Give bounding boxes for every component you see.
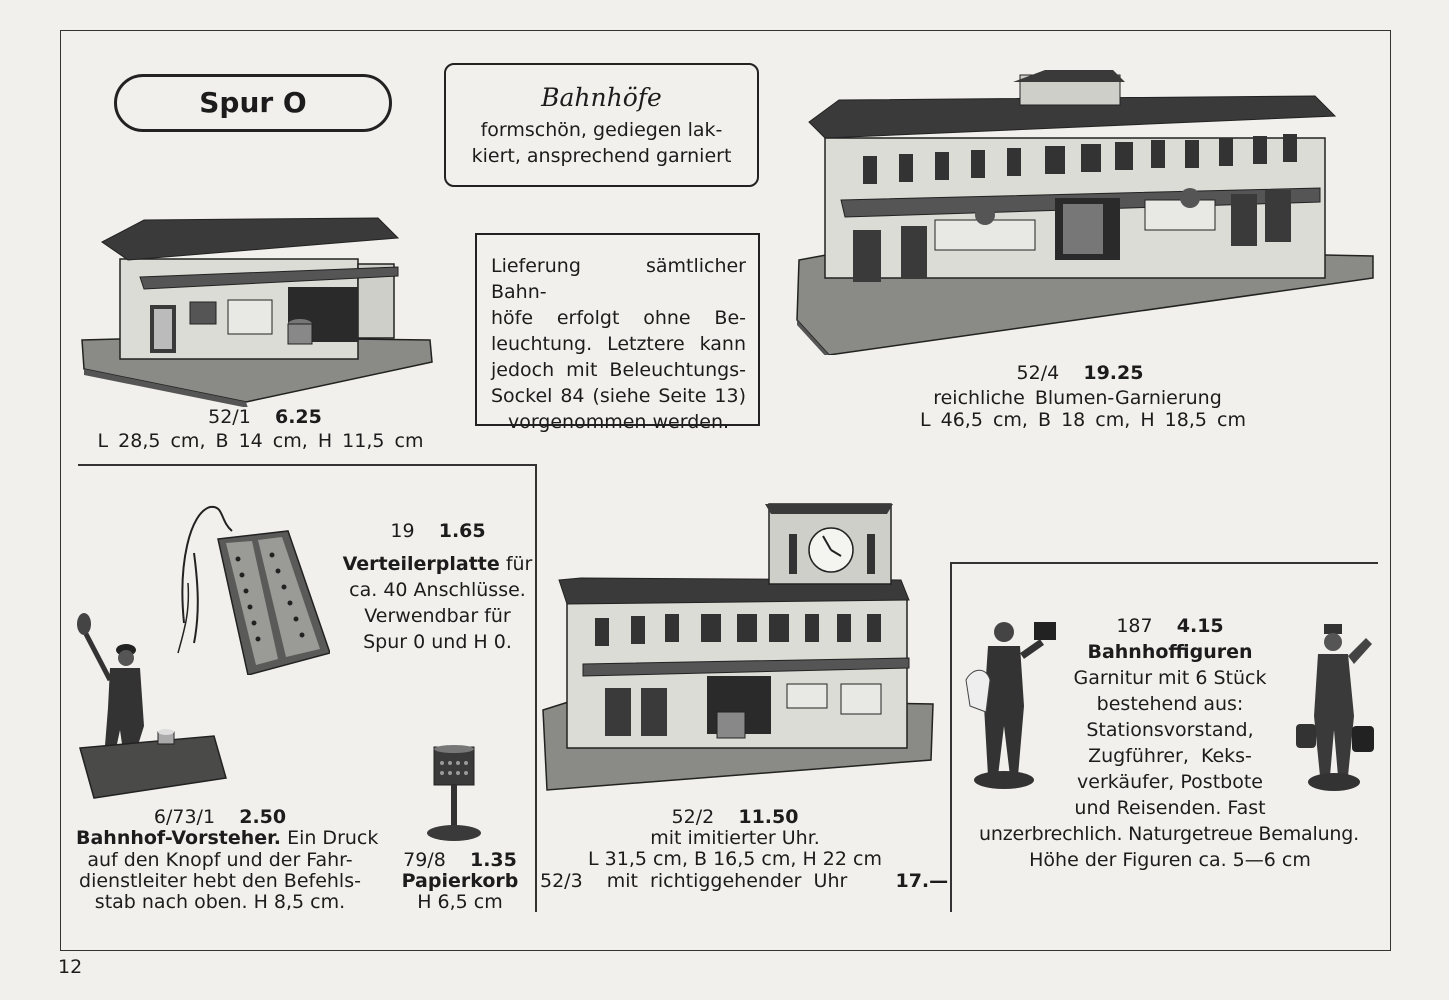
item-52-2-line1: mit imitierter Uhr. [650, 827, 820, 849]
item-187-line: Höhe der Figuren ca. 5—6 cm [1029, 849, 1311, 871]
item-187-line: verkäufer, Postbote [1077, 771, 1263, 793]
divider-left-vertical [535, 464, 537, 912]
item-52-2-dims: L 31,5 cm, B 16,5 cm, H 22 cm [588, 848, 882, 870]
item-187-line: Garnitur mit 6 Stück [1073, 667, 1267, 689]
item-6-73-1-line: dienstleiter hebt den Befehls- [79, 870, 361, 892]
item-52-1-dims: L 28,5 cm, B 14 cm, H 11,5 cm [97, 430, 424, 452]
item-6-73-1-name-line: Bahnhof-Vorsteher. Ein Druck [70, 827, 379, 849]
item-number: 19 [390, 520, 415, 542]
item-187-line: unzerbrechlich. Naturgetreue Bemalung. [979, 823, 1359, 845]
divider-left-horizontal [78, 464, 536, 466]
item-price: 6.25 [274, 406, 322, 428]
page-number: 12 [58, 956, 83, 978]
item-52-1-caption: 52/1 6.25 [195, 406, 335, 428]
note-line: leuchtung. Letztere kann [491, 333, 746, 355]
item-name: Verteilerplatte [342, 553, 500, 575]
item-price: 11.50 [738, 806, 799, 828]
item-52-2-caption: 52/2 11.50 [655, 806, 815, 828]
divider-right-vertical [950, 562, 952, 912]
item-187-line: bestehend aus: [1096, 693, 1244, 715]
item-name-suffix: für [499, 553, 533, 575]
note-line: Sockel 84 (siehe Seite 13) [491, 385, 746, 407]
postman-figure-illustration [1296, 624, 1374, 791]
bahnhoefe-line1: formschön, gediegen lak- [480, 119, 723, 141]
item-number: 187 [1116, 615, 1153, 637]
item-19-name-line: Verteilerplatte für [340, 553, 535, 575]
item-number: 6/73/1 [153, 806, 216, 828]
item-187-name: Bahnhoffiguren [1087, 641, 1253, 663]
item-price: 2.50 [239, 806, 287, 828]
bahnhoefe-box: Bahnhöfe formschön, gediegen lak- kiert,… [444, 63, 759, 187]
item-187-caption: 187 4.15 [1105, 615, 1235, 637]
waste-basket-illustration [427, 745, 481, 841]
divider-right-horizontal [950, 562, 1378, 564]
item-price: 1.35 [469, 849, 517, 871]
large-station-illustration [796, 70, 1374, 355]
item-19-caption: 19 1.65 [378, 520, 498, 542]
clock-station-illustration [542, 503, 934, 791]
variant-text: mit richtiggehender Uhr [606, 870, 848, 892]
bahnhoefe-title: Bahnhöfe [541, 83, 662, 112]
item-52-4-line1: reichliche Blumen-Garnierung [933, 387, 1222, 409]
item-79-8-name: Papierkorb [401, 870, 519, 892]
bahnhoefe-line2: kiert, ansprechend garniert [471, 145, 732, 167]
item-52-4-caption: 52/4 19.25 [1000, 362, 1160, 384]
variant-number: 52/3 [540, 870, 583, 892]
item-19-line: ca. 40 Anschlüsse. [349, 579, 526, 601]
note-line: Lieferung sämtlicher Bahn- [491, 255, 746, 303]
page-frame [60, 30, 1391, 951]
distributor-plate-illustration [177, 505, 330, 675]
variant-price: 17.— [895, 870, 949, 892]
item-number: 52/2 [671, 806, 715, 828]
item-number: 79/8 [403, 849, 446, 871]
item-187-line: und Reisenden. Fast [1074, 797, 1266, 819]
item-6-73-1-line: auf den Knopf und der Fahr- [87, 849, 353, 871]
note-line: jedoch mit Beleuchtungs- [491, 359, 746, 381]
small-station-illustration [81, 217, 433, 407]
item-52-4-dims: L 46,5 cm, B 18 cm, H 18,5 cm [920, 409, 1246, 431]
item-number: 52/1 [208, 406, 251, 428]
waiter-figure-illustration [965, 622, 1056, 789]
item-name: Bahnhof-Vorsteher. [76, 827, 282, 849]
item-price: 4.15 [1176, 615, 1224, 637]
item-19-line: Spur 0 und H 0. [363, 631, 512, 653]
item-79-8-caption: 79/8 1.35 [390, 849, 530, 871]
item-6-73-1-line: stab nach oben. H 8,5 cm. [94, 891, 346, 913]
lighting-note: Lieferung sämtlicher Bahn- höfe erfolgt … [475, 233, 760, 433]
item-price: 19.25 [1083, 362, 1144, 384]
station-master-illustration [77, 613, 227, 799]
item-6-73-1-caption: 6/73/1 2.50 [140, 806, 300, 828]
note-line: vorgenommen werden. [507, 411, 730, 433]
note-line: höfe erfolgt ohne Be- [491, 307, 746, 329]
item-name-suffix: Ein Druck [281, 827, 379, 849]
item-19-line: Verwendbar für [364, 605, 511, 627]
item-number: 52/4 [1016, 362, 1060, 384]
item-price: 1.65 [438, 520, 486, 542]
spur-label: Spur O [114, 74, 392, 132]
item-52-3-line: 52/3 mit richtiggehender Uhr 17.— [540, 870, 948, 892]
item-79-8-dims: H 6,5 cm [417, 891, 503, 913]
item-187-line: Stationsvorstand, [1086, 719, 1254, 741]
item-187-line: Zugführer, Keks- [1088, 745, 1252, 767]
